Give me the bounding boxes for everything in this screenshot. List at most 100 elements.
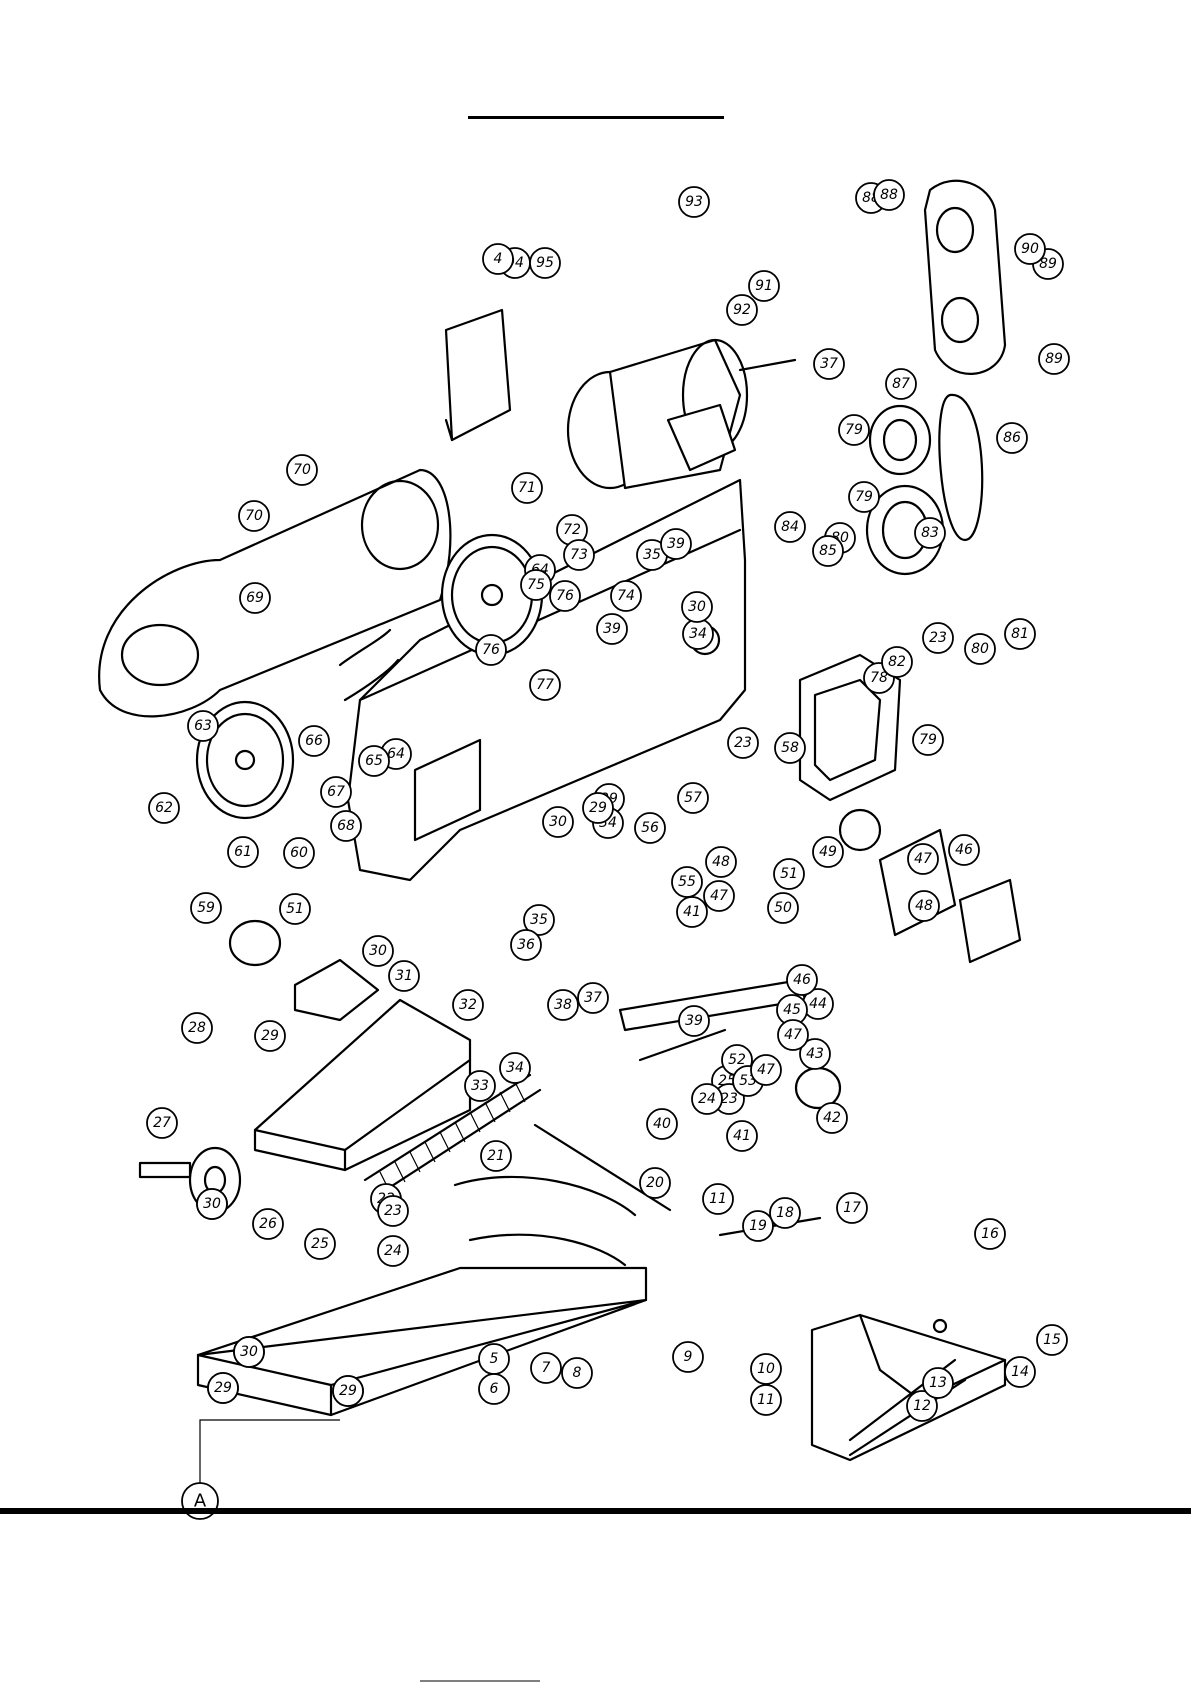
callout-number: 69 (246, 590, 264, 606)
callout-number: 92 (733, 302, 751, 318)
callout-46: 46 (948, 834, 980, 866)
callout-number: 29 (261, 1028, 279, 1044)
callout-4: 4 (482, 243, 514, 275)
callout-number: 8 (573, 1365, 582, 1381)
callout-76: 76 (475, 634, 507, 666)
callout-number: 24 (698, 1091, 716, 1107)
callout-34: 34 (682, 618, 714, 650)
callout-number: 85 (819, 543, 837, 559)
callout-70: 70 (238, 500, 270, 532)
callout-39: 39 (678, 1005, 710, 1037)
callout-79: 79 (912, 724, 944, 756)
callout-number: 60 (290, 845, 308, 861)
knobs (228, 919, 842, 1110)
callout-39: 39 (660, 528, 692, 560)
callout-10: 10 (750, 1353, 782, 1385)
callout-number: 32 (459, 997, 477, 1013)
callout-number: 75 (527, 577, 545, 593)
callout-number: 47 (784, 1027, 802, 1043)
callout-89: 89 (1038, 343, 1070, 375)
callout-number: 47 (710, 888, 728, 904)
callout-number: 39 (603, 621, 621, 637)
callout-39: 39 (596, 613, 628, 645)
vise-bed (253, 998, 472, 1172)
callout-number: 61 (234, 844, 252, 860)
motor-plate (444, 308, 512, 442)
callout-number: 73 (570, 547, 588, 563)
callout-30: 30 (196, 1188, 228, 1220)
callout-number: 35 (643, 547, 661, 563)
callout-81: 81 (1004, 618, 1036, 650)
callout-number: 38 (554, 997, 572, 1013)
callout-62: 62 (148, 792, 180, 824)
callout-number: 67 (327, 784, 345, 800)
callout-number: 90 (1021, 241, 1039, 257)
callout-number: 78 (870, 670, 888, 686)
callout-number: 59 (197, 900, 215, 916)
callout-20: 20 (639, 1167, 671, 1199)
callout-number: 64 (387, 746, 405, 762)
callout-50: 50 (767, 892, 799, 924)
callout-number: 84 (781, 519, 799, 535)
callout-number: 41 (683, 904, 701, 920)
callout-number: 31 (395, 968, 413, 984)
callout-number: 48 (712, 854, 730, 870)
pulley-cover (923, 179, 1007, 375)
callout-71: 71 (511, 472, 543, 504)
callout-14: 14 (1004, 1356, 1036, 1388)
callout-number: 46 (955, 842, 973, 858)
callout-number: 14 (1011, 1364, 1029, 1380)
callout-number: 74 (617, 588, 635, 604)
callout-43: 43 (799, 1038, 831, 1070)
callout-number: 24 (384, 1243, 402, 1259)
callout-34: 34 (499, 1052, 531, 1084)
callout-number: 34 (689, 626, 707, 642)
callout-60: 60 (283, 837, 315, 869)
callout-number: 80 (971, 641, 989, 657)
callout-70: 70 (286, 454, 318, 486)
callout-40: 40 (646, 1108, 678, 1140)
callout-number: 58 (781, 740, 799, 756)
callout-number: 7 (542, 1360, 551, 1376)
callout-90: 90 (1014, 233, 1046, 265)
callout-33: 33 (464, 1070, 496, 1102)
callout-51: 51 (773, 858, 805, 890)
callout-13: 13 (922, 1367, 954, 1399)
callout-48: 48 (705, 846, 737, 878)
section-marker: A (181, 1419, 340, 1520)
callout-66: 66 (298, 725, 330, 757)
callout-number: 71 (518, 480, 536, 496)
callout-24: 24 (691, 1083, 723, 1115)
callout-59: 59 (190, 892, 222, 924)
callout-number: 11 (757, 1392, 775, 1408)
callout-9: 9 (672, 1341, 704, 1373)
callout-number: 72 (563, 522, 581, 538)
callout-number: 29 (214, 1380, 232, 1396)
callout-29: 29 (254, 1020, 286, 1052)
callout-6: 6 (478, 1373, 510, 1405)
callout-number: 95 (536, 255, 554, 271)
callout-number: 70 (245, 508, 263, 524)
callout-27: 27 (146, 1107, 178, 1139)
callout-80: 80 (824, 522, 856, 554)
callout-number: 10 (757, 1361, 775, 1377)
callout-61: 61 (227, 836, 259, 868)
callout-number: 87 (892, 376, 910, 392)
callout-number: 21 (487, 1148, 505, 1164)
callout-30: 30 (542, 806, 574, 838)
callout-number: 6 (490, 1381, 499, 1397)
callout-number: 63 (194, 718, 212, 734)
callout-76: 76 (549, 580, 581, 612)
callout-5: 5 (478, 1343, 510, 1375)
callout-47: 47 (777, 1019, 809, 1051)
callout-number: 30 (688, 599, 706, 615)
vise-jaw (293, 958, 380, 1022)
pivot-bracket (810, 1313, 1007, 1462)
callout-86: 86 (996, 422, 1028, 454)
callout-number: 48 (915, 898, 933, 914)
callout-number: 51 (780, 866, 798, 882)
callout-30: 30 (681, 591, 713, 623)
callout-46: 46 (786, 964, 818, 996)
callout-number: 23 (384, 1203, 402, 1219)
